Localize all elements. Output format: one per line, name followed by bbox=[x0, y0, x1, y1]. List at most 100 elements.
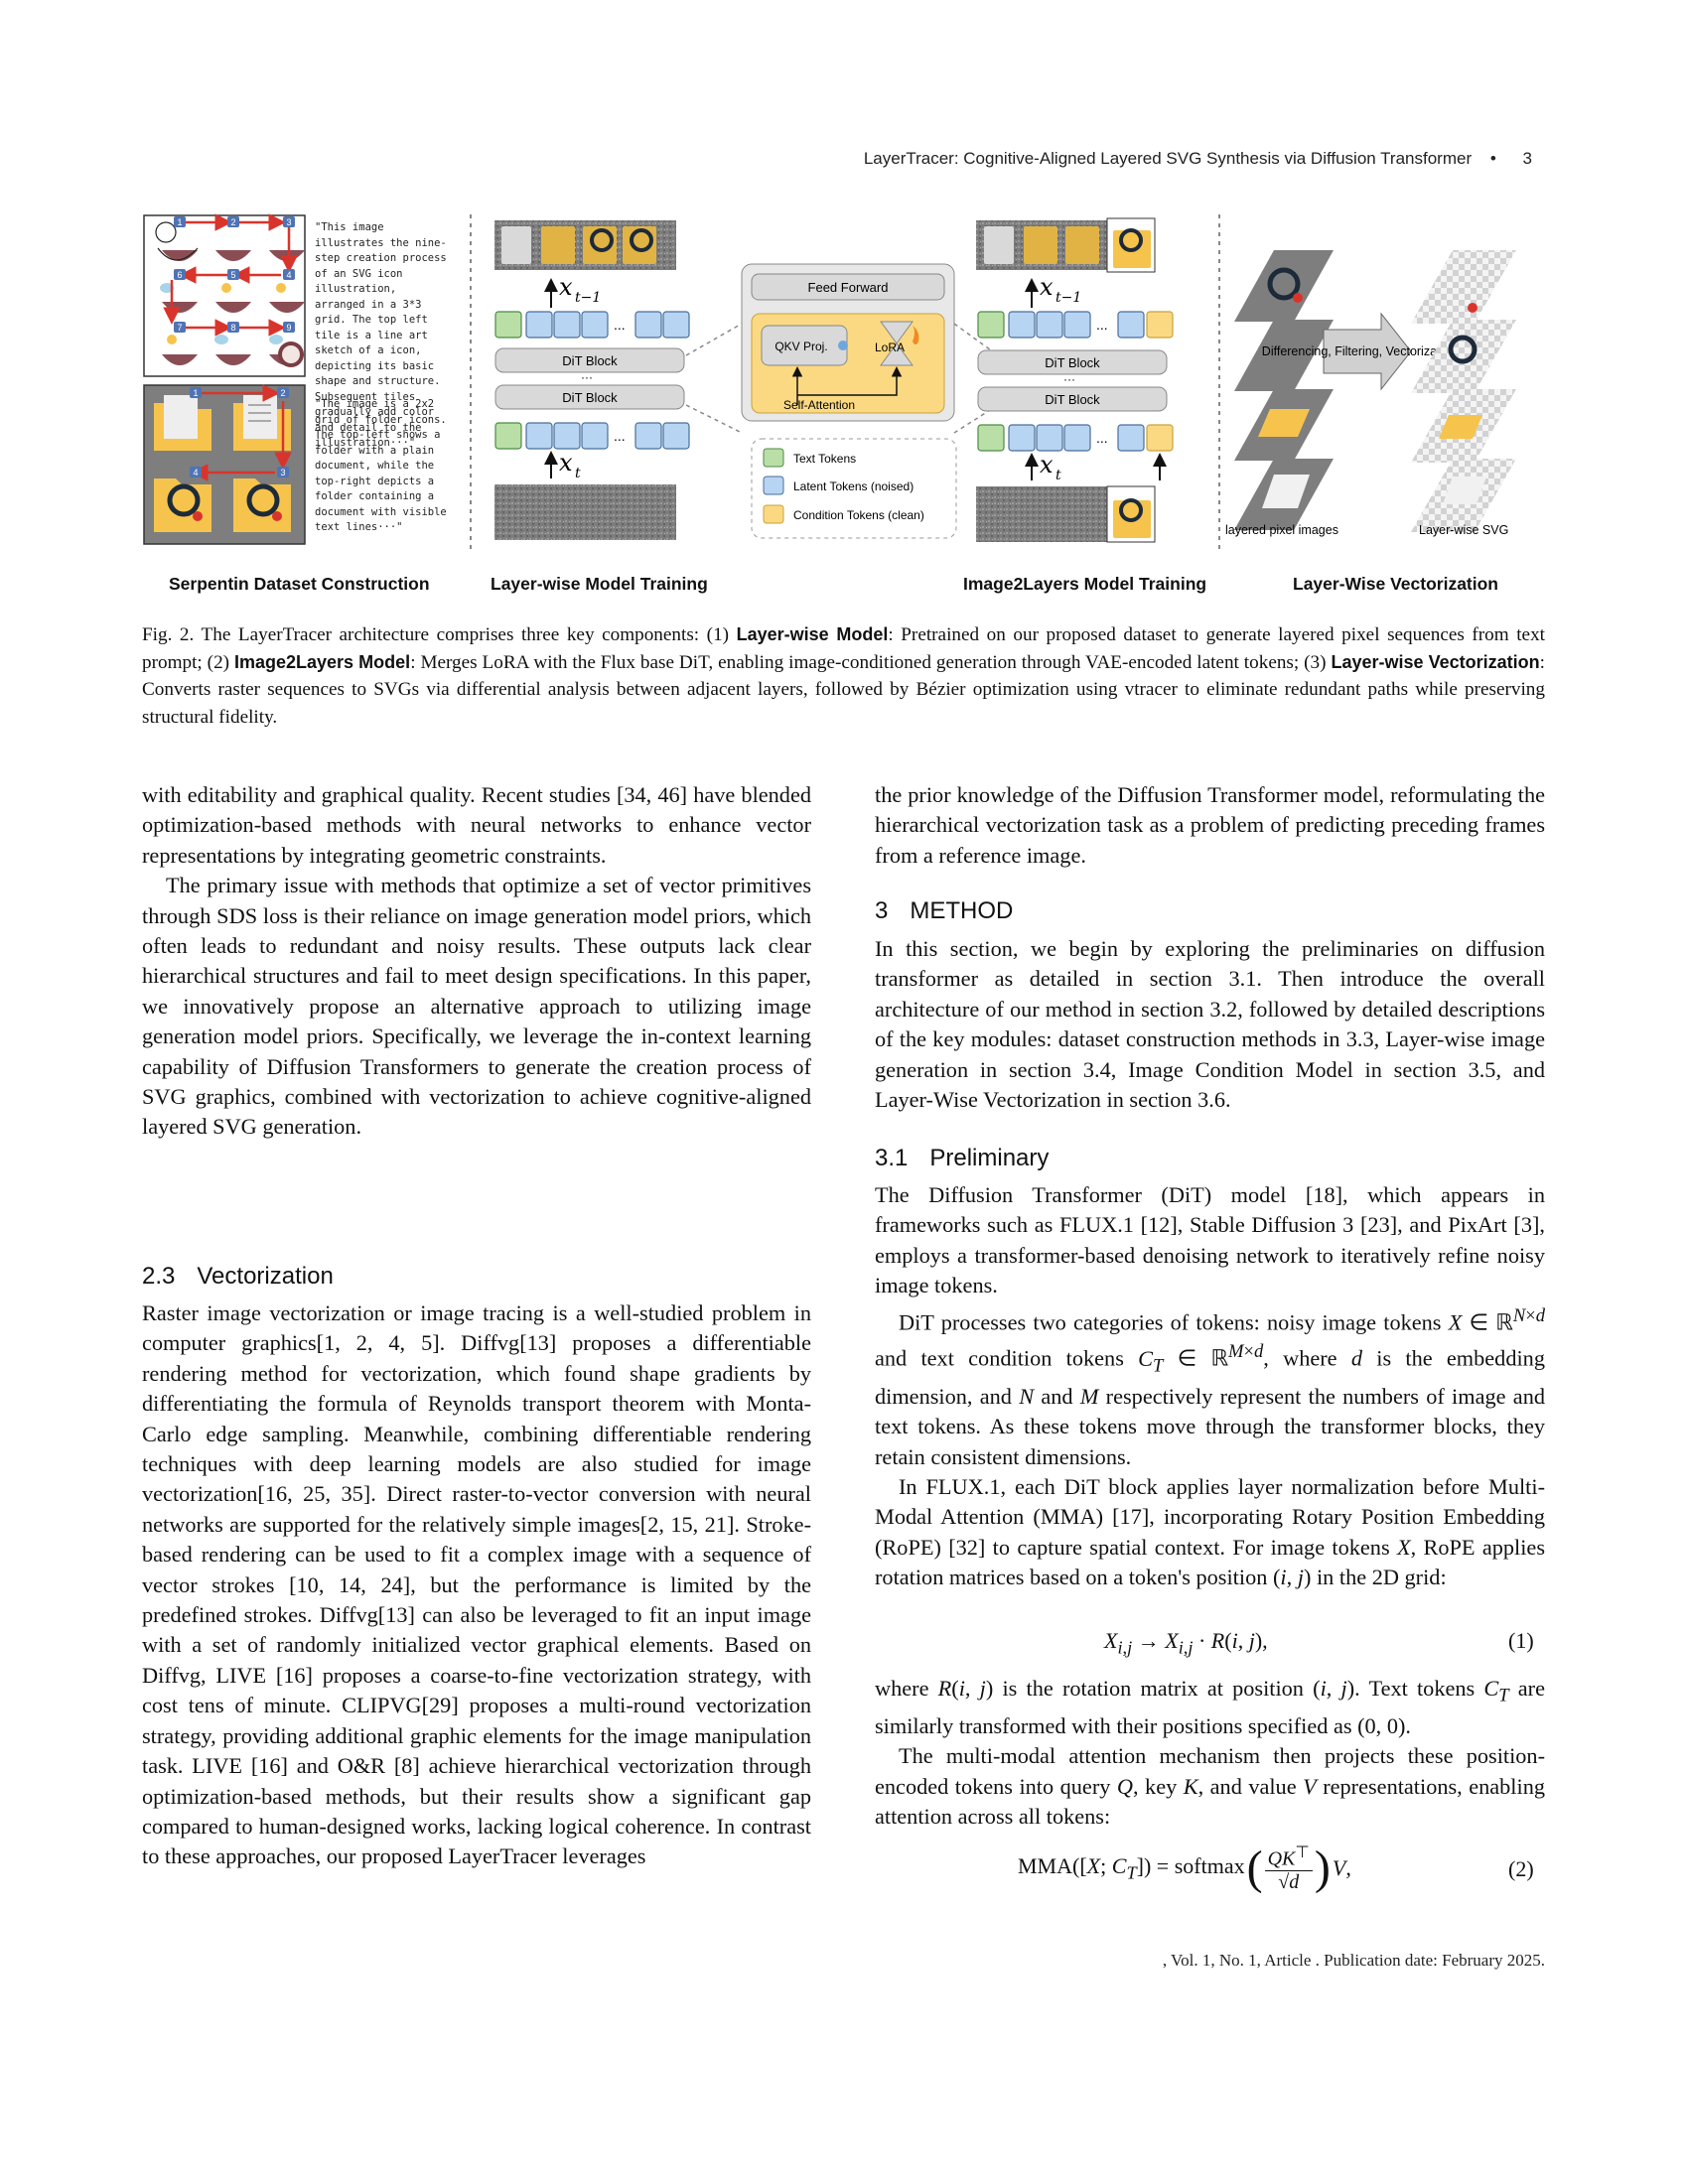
section-3-1-title: Preliminary bbox=[929, 1145, 1050, 1171]
xt-minus-1-sub-2: t−1 bbox=[1055, 290, 1081, 306]
section-3-heading: 3 METHOD bbox=[875, 897, 1013, 925]
right-column-top: the prior knowledge of the Diffusion Tra… bbox=[875, 780, 1545, 871]
layer-wise-svg-label: Layer-wise SVG bbox=[1419, 523, 1508, 537]
xt-label-2: x bbox=[1040, 451, 1054, 478]
token-ellipsis-top: ... bbox=[614, 317, 626, 333]
self-attention-label: Self-Attention bbox=[783, 398, 855, 412]
architecture-diagram: 1 2 3 4 5 6 7 8 9 bbox=[143, 213, 1516, 553]
right-column-method: In this section, we begin by exploring t… bbox=[875, 934, 1545, 1115]
section-2-3-title: Vectorization bbox=[197, 1263, 334, 1290]
panel-label-serpentin: Serpentin Dataset Construction bbox=[169, 574, 430, 594]
serpentin-quote-2: "The image is a 2x2 grid of folder icons… bbox=[315, 398, 447, 533]
grid1-num-9: 9 bbox=[286, 323, 291, 333]
serpentin-grid-2x2: 1 2 3 4 bbox=[143, 384, 306, 545]
panel-label-vectorization: Layer-Wise Vectorization bbox=[1293, 574, 1498, 594]
grid1-num-5: 5 bbox=[230, 270, 235, 280]
publication-footer: , Vol. 1, No. 1, Article . Publication d… bbox=[1162, 1951, 1545, 1970]
xt-sub-2: t bbox=[1055, 468, 1061, 483]
caption-term-3: Layer-wise Vectorization bbox=[1331, 651, 1540, 672]
token-ellipsis-bottom-2: ... bbox=[1096, 430, 1108, 446]
section-3-title: METHOD bbox=[910, 897, 1014, 924]
right-paragraph-5: In FLUX.1, each DiT block applies layer … bbox=[875, 1473, 1545, 1590]
layerwise-vectorization-panel: Differencing, Filtering, Vectorization l… bbox=[1225, 250, 1516, 537]
right-paragraph-7: The multi-modal attention mechanism then… bbox=[875, 1743, 1545, 1830]
fire-icon bbox=[913, 326, 919, 344]
grid2-num-2: 2 bbox=[280, 388, 285, 398]
section-3-1-heading: 3.1 Preliminary bbox=[875, 1145, 1049, 1172]
grid1-num-3: 3 bbox=[286, 217, 291, 227]
caption-term-2: Image2Layers Model bbox=[233, 651, 411, 672]
left-paragraph-3: Raster image vectorization or image trac… bbox=[142, 1300, 811, 1869]
caption-text-2: : Merges LoRA with the Flux base DiT, en… bbox=[410, 651, 1332, 673]
left-column-bottom: Raster image vectorization or image trac… bbox=[142, 1298, 811, 1872]
section-2-3-heading: 2.3 Vectorization bbox=[142, 1263, 334, 1291]
lora-label: LoRA bbox=[875, 341, 905, 354]
running-title: LayerTracer: Cognitive-Aligned Layered S… bbox=[863, 149, 1473, 168]
caption-prefix: Fig. 2. The LayerTracer architecture com… bbox=[142, 624, 737, 645]
dit-block-label-4: DiT Block bbox=[1045, 392, 1100, 407]
grid1-num-4: 4 bbox=[286, 270, 291, 280]
dit-block-detail: Feed Forward QKV Proj. LoRA Self-Attenti… bbox=[741, 263, 999, 539]
right-column-preliminary: The Diffusion Transformer (DiT) model [1… bbox=[875, 1180, 1545, 1593]
xt-minus-1-label: x bbox=[559, 273, 573, 301]
right-column-after-eq1: where R(i, j) is the rotation matrix at … bbox=[875, 1674, 1545, 1832]
right-paragraph-1: the prior knowledge of the Diffusion Tra… bbox=[875, 782, 1545, 868]
dit-block-label-3: DiT Block bbox=[1045, 355, 1100, 370]
xt-sub: t bbox=[575, 466, 581, 481]
grid2-num-3: 3 bbox=[280, 468, 285, 478]
xt-minus-1-sub: t−1 bbox=[575, 290, 601, 306]
right-paragraph-6: where R(i, j) is the rotation matrix at … bbox=[875, 1676, 1545, 1738]
snowflake-icon bbox=[838, 341, 848, 350]
left-paragraph-1: with editability and graphical quality. … bbox=[142, 782, 811, 868]
grid2-num-4: 4 bbox=[193, 468, 198, 478]
dit-block-label-2: DiT Block bbox=[562, 390, 618, 405]
dit-stack-dots: ··· bbox=[581, 370, 593, 384]
section-3-number: 3 bbox=[875, 897, 889, 924]
right-paragraph-2: In this section, we begin by exploring t… bbox=[875, 936, 1545, 1113]
token-ellipsis-top-2: ... bbox=[1096, 317, 1108, 333]
panel-label-layerwise-training: Layer-wise Model Training bbox=[491, 574, 708, 594]
equation-2: MMA([X; CT]) = softmax ( QK⊤ √d ) V, bbox=[1018, 1842, 1351, 1894]
grid1-num-8: 8 bbox=[230, 323, 235, 333]
layerwise-training-panel: x t−1 ... DiT Block ··· DiT Block ... bbox=[494, 220, 743, 540]
dit-stack-dots-2: ··· bbox=[1063, 372, 1075, 386]
token-ellipsis-bottom: ... bbox=[614, 428, 626, 444]
layered-pixel-images-label: layered pixel images bbox=[1225, 523, 1338, 537]
xt-minus-1-label-2: x bbox=[1040, 273, 1054, 301]
feed-forward-label: Feed Forward bbox=[808, 280, 889, 295]
serpentin-grid-3x3: 1 2 3 4 5 6 7 8 9 bbox=[143, 213, 306, 377]
left-column-top: with editability and graphical quality. … bbox=[142, 780, 811, 1143]
equation-1: Xi,j → Xi,j · R(i, j), bbox=[1104, 1628, 1268, 1658]
equation-1-number: (1) bbox=[1508, 1628, 1534, 1653]
grid1-num-2: 2 bbox=[230, 217, 235, 227]
xt-label: x bbox=[559, 449, 573, 477]
grid1-num-1: 1 bbox=[177, 217, 182, 227]
left-paragraph-2: The primary issue with methods that opti… bbox=[142, 873, 811, 1140]
legend-text-tokens: Text Tokens bbox=[793, 452, 856, 466]
svg-text:Differencing, Filtering, Vecto: Differencing, Filtering, Vectorization bbox=[1262, 344, 1457, 358]
header-bullet: • bbox=[1489, 149, 1496, 168]
caption-text-1: : Pretrained on our proposed dataset to … bbox=[142, 624, 1545, 673]
vectorization-box-text: Differencing, Filtering, Vectorization bbox=[1262, 344, 1457, 358]
panel-label-image2layers: Image2Layers Model Training bbox=[963, 574, 1207, 594]
legend-condition-tokens: Condition Tokens (clean) bbox=[793, 508, 924, 522]
section-2-3-number: 2.3 bbox=[142, 1263, 176, 1290]
legend-latent-tokens: Latent Tokens (noised) bbox=[793, 479, 914, 493]
qkv-proj-label: QKV Proj. bbox=[774, 340, 827, 353]
dit-block-label-1: DiT Block bbox=[562, 353, 618, 368]
grid1-num-7: 7 bbox=[177, 323, 182, 333]
image2layers-training-panel: x t−1 ... DiT Block ··· DiT Block ... bbox=[976, 217, 1174, 543]
figure-2: 1 2 3 4 5 6 7 8 9 bbox=[142, 210, 1545, 598]
right-paragraph-3: The Diffusion Transformer (DiT) model [1… bbox=[875, 1182, 1545, 1298]
right-paragraph-4: DiT processes two categories of tokens: … bbox=[875, 1304, 1546, 1469]
serpentin-quote-1: "This image illustrates the nine-step cr… bbox=[315, 221, 447, 449]
page-number: 3 bbox=[1522, 149, 1532, 168]
caption-text-3: : Converts raster sequences to SVGs via … bbox=[142, 651, 1545, 728]
caption-term-1: Layer-wise Model bbox=[736, 624, 889, 644]
running-header: LayerTracer: Cognitive-Aligned Layered S… bbox=[844, 149, 1532, 169]
grid2-num-1: 1 bbox=[193, 388, 198, 398]
section-3-1-number: 3.1 bbox=[875, 1145, 909, 1171]
grid1-num-6: 6 bbox=[177, 270, 182, 280]
figure-caption: Fig. 2. The LayerTracer architecture com… bbox=[142, 621, 1545, 731]
equation-2-number: (2) bbox=[1508, 1856, 1534, 1881]
